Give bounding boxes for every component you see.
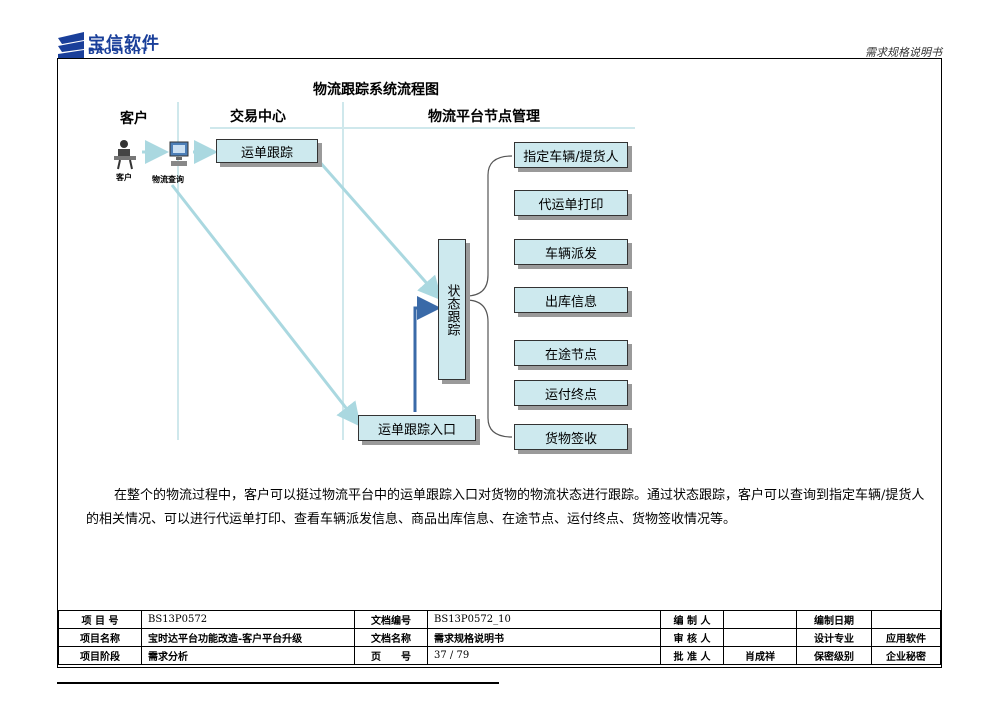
node-label: 运付终点 xyxy=(544,387,597,403)
node-label: 在途节点 xyxy=(544,347,597,363)
table-cell: 项目阶段 xyxy=(58,646,142,665)
doc-type-label: 需求规格说明书 xyxy=(865,46,942,59)
table-cell: 批 准 人 xyxy=(660,646,724,665)
diagram-title: 物流跟踪系统流程图 xyxy=(313,82,439,98)
table-cell: 编制日期 xyxy=(796,610,872,629)
node-label: 货物签收 xyxy=(544,431,597,447)
node-box-vehicle: 指定车辆/提货人 xyxy=(514,142,628,168)
node-box-dispatch: 车辆派发 xyxy=(514,239,628,265)
brace-lower xyxy=(465,299,513,438)
trade-tracking-box: 运单跟踪 xyxy=(216,139,318,163)
table-cell: 保密级别 xyxy=(796,646,872,665)
body-paragraph: 在整个的物流过程中，客户可以挺过物流平台中的运单跟踪入口对货物的物流状态进行跟踪… xyxy=(86,488,925,527)
table-cell: 企业秘密 xyxy=(871,646,941,665)
table-cell: 37 / 79 xyxy=(427,646,661,665)
tracking-entry-box: 运单跟踪入口 xyxy=(358,415,476,441)
page-frame xyxy=(57,58,942,668)
computer-terminal-icon xyxy=(169,141,189,166)
trade-tracking-label: 运单跟踪 xyxy=(240,145,293,161)
table-cell: 项目名称 xyxy=(58,628,142,647)
table-cell xyxy=(723,628,797,647)
status-tracking-box: 状态跟踪 xyxy=(438,239,466,380)
table-cell: 设计专业 xyxy=(796,628,872,647)
table-cell xyxy=(871,610,941,629)
brace-upper xyxy=(465,155,513,297)
node-box-receipt: 货物签收 xyxy=(514,424,628,450)
status-tracking-label: 状态跟踪 xyxy=(444,283,460,336)
table-cell: BS13P0572 xyxy=(141,610,355,629)
table-cell: 编 制 人 xyxy=(660,610,724,629)
table-cell: BS13P0572_10 xyxy=(427,610,661,629)
customer-icon-label: 客户 xyxy=(116,173,132,182)
node-box-print: 代运单打印 xyxy=(514,190,628,216)
table-cell: 宝时达平台功能改造-客户平台升级 xyxy=(141,628,355,647)
node-label: 指定车辆/提货人 xyxy=(523,149,619,165)
logo-mark-icon xyxy=(58,32,84,58)
node-label: 代运单打印 xyxy=(538,197,604,213)
table-cell: 项 目 号 xyxy=(58,610,142,629)
arrow-trade-to-status xyxy=(316,159,442,301)
logo-cn-text: 宝信软件 xyxy=(88,34,160,54)
table-cell: 需求规格说明书 xyxy=(427,628,661,647)
table-row: 项目阶段 需求分析 页 号 37 / 79 批 准 人 肖成祥 保密级别 企业秘… xyxy=(58,646,941,665)
table-cell xyxy=(723,610,797,629)
node-label: 出库信息 xyxy=(544,294,597,310)
customer-person-icon xyxy=(114,140,136,170)
arrow-entry-to-status xyxy=(413,296,441,412)
table-cell: 肖成祥 xyxy=(723,646,797,665)
node-box-terminal: 运付终点 xyxy=(514,380,628,406)
lane-title-logistics: 物流平台节点管理 xyxy=(428,109,540,125)
table-cell: 需求分析 xyxy=(141,646,355,665)
lane-title-trade-center: 交易中心 xyxy=(230,109,286,125)
tracking-entry-label: 运单跟踪入口 xyxy=(377,422,456,438)
terminal-icon-label: 物流查询 xyxy=(152,175,184,184)
table-cell: 应用软件 xyxy=(871,628,941,647)
node-box-transit: 在途节点 xyxy=(514,340,628,366)
table-cell: 文档名称 xyxy=(354,628,428,647)
document-info-table: 项 目 号 BS13P0572 文档编号 BS13P0572_10 编 制 人 … xyxy=(58,610,941,665)
lane-title-customer: 客户 xyxy=(120,111,148,127)
table-row: 项目名称 宝时达平台功能改造-客户平台升级 文档名称 需求规格说明书 审 核 人… xyxy=(58,628,941,647)
table-row: 项 目 号 BS13P0572 文档编号 BS13P0572_10 编 制 人 … xyxy=(58,610,941,629)
arrow-terminal-to-entry xyxy=(170,184,361,427)
table-cell: 文档编号 xyxy=(354,610,428,629)
node-box-outbound: 出库信息 xyxy=(514,287,628,313)
table-cell: 页 号 xyxy=(354,646,428,665)
logo-en-text: BAOSIGHT xyxy=(88,47,149,57)
bottom-rule xyxy=(57,682,499,684)
table-cell: 审 核 人 xyxy=(660,628,724,647)
node-label: 车辆派发 xyxy=(544,246,597,262)
company-logo: 宝信软件 BAOSIGHT xyxy=(58,30,168,60)
